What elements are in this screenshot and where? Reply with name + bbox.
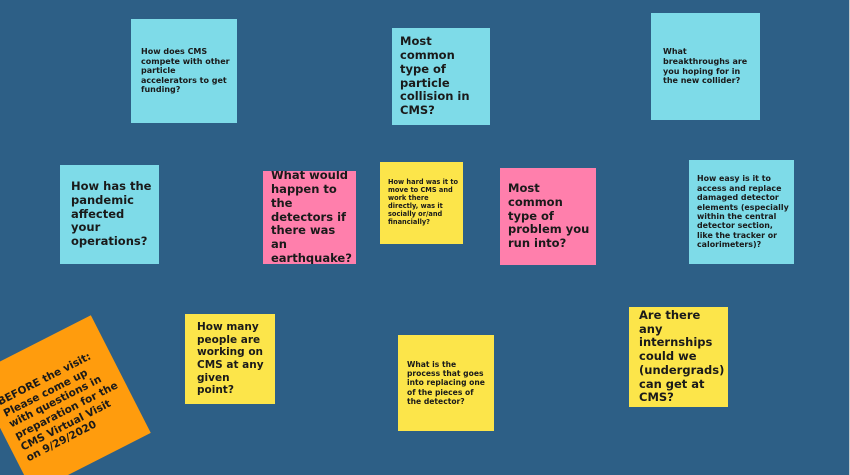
sticky-note-breakthroughs[interactable]: What breakthroughs are you hoping for in… [651, 13, 760, 120]
sticky-note-internships[interactable]: Are there any internships could we (unde… [629, 307, 728, 407]
sticky-note-collision-type[interactable]: Most common type of particle collision i… [392, 28, 490, 125]
sticky-note-text: How hard was it to move to CMS and work … [388, 178, 458, 226]
sticky-note-text: How easy is it to access and replace dam… [697, 174, 789, 250]
sticky-note-moving-to-cms[interactable]: How hard was it to move to CMS and work … [380, 162, 463, 244]
sticky-note-replacement-process[interactable]: What is the process that goes into repla… [398, 335, 494, 431]
sticky-note-text: Most common type of problem you run into… [508, 181, 590, 251]
sticky-note-text: Most common type of particle collision i… [400, 34, 470, 118]
sticky-note-funding[interactable]: How does CMS compete with other particle… [131, 19, 237, 123]
sticky-note-text: How has the pandemic affected your opera… [71, 179, 152, 249]
sticky-note-text: What would happen to the detectors if th… [271, 171, 352, 264]
sticky-note-text: What is the process that goes into repla… [407, 360, 485, 406]
sticky-note-text: How does CMS compete with other particle… [141, 47, 230, 95]
sticky-note-people-count[interactable]: How many people are working on CMS at an… [185, 314, 275, 404]
sticky-note-instructions[interactable]: BEFORE the visit: Please come up with qu… [0, 315, 151, 475]
sticky-note-pandemic[interactable]: How has the pandemic affected your opera… [60, 165, 159, 264]
sticky-note-text: BEFORE the visit: Please come up with qu… [0, 350, 120, 465]
sticky-note-detector-replacement-access[interactable]: How easy is it to access and replace dam… [689, 160, 794, 264]
sticky-note-common-problem[interactable]: Most common type of problem you run into… [500, 168, 596, 265]
sticky-note-earthquake[interactable]: What would happen to the detectors if th… [263, 171, 356, 264]
sticky-note-text: How many people are working on CMS at an… [197, 321, 264, 397]
sticky-note-text: Are there any internships could we (unde… [639, 307, 725, 405]
sticky-note-text: What breakthroughs are you hoping for in… [663, 47, 748, 86]
